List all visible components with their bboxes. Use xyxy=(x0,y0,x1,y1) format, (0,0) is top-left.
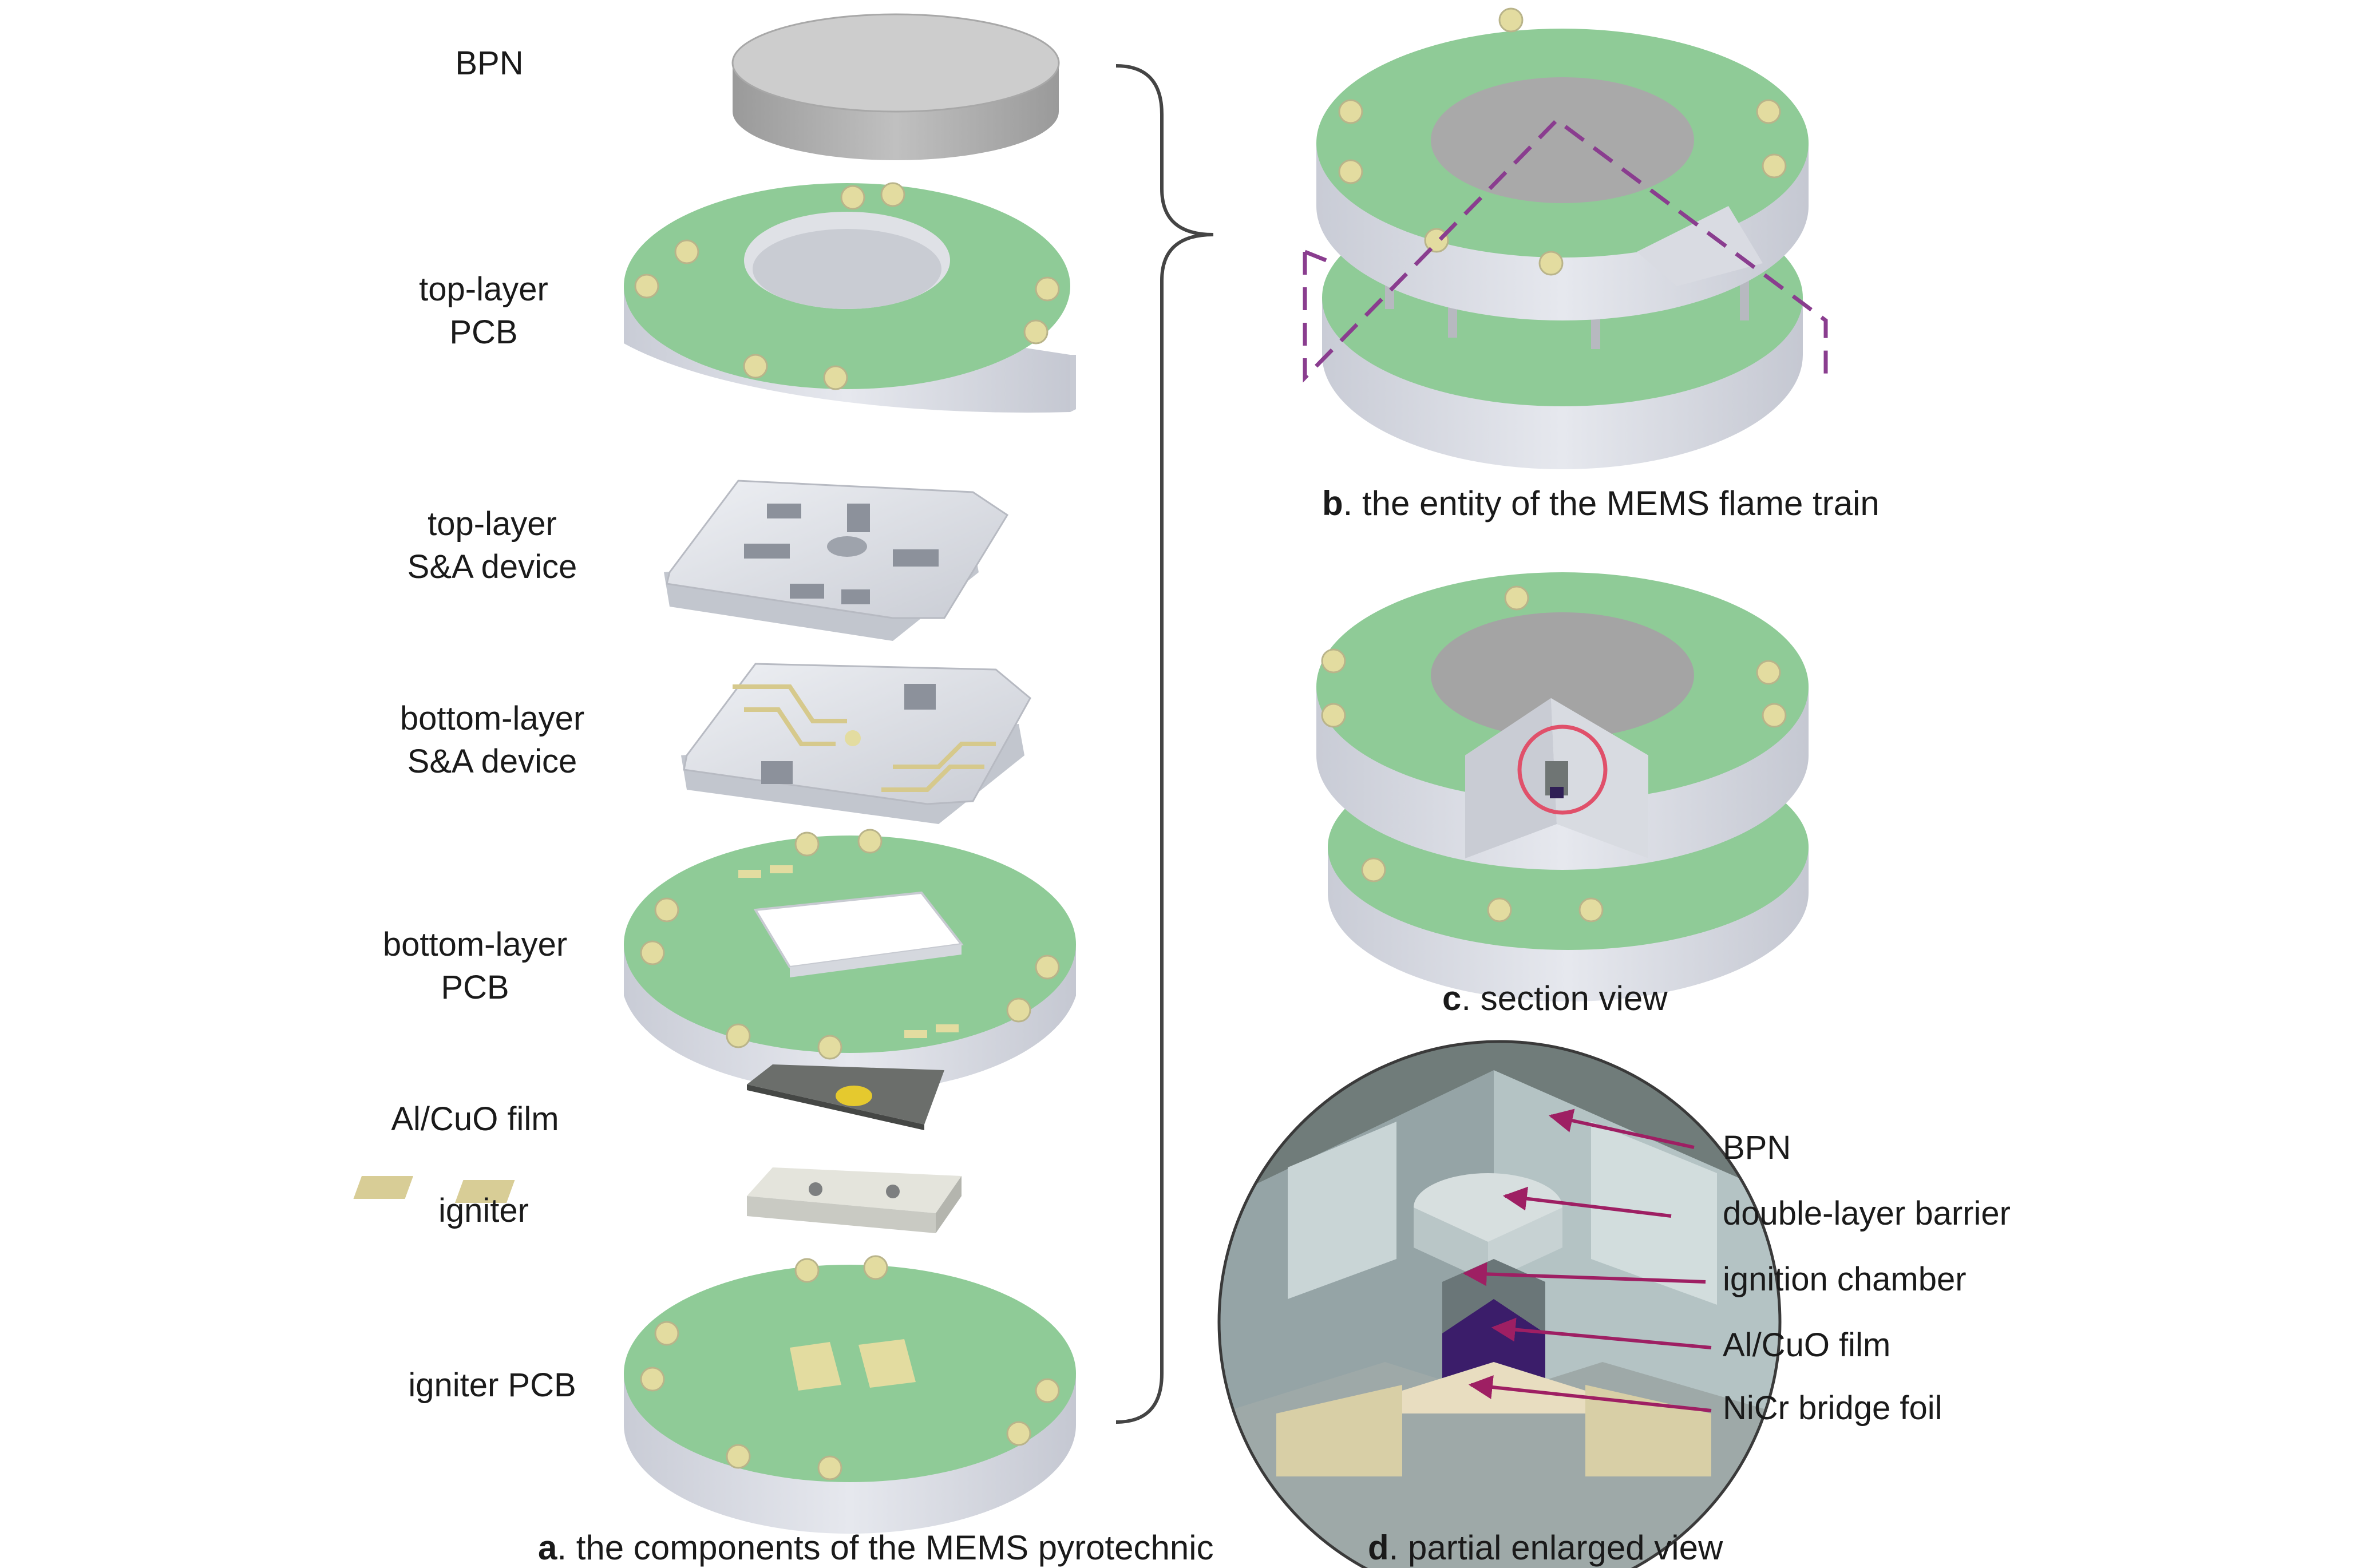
enlarged-lens-view xyxy=(1217,1040,1782,1568)
label-top-sa-line2: S&A device xyxy=(407,548,577,585)
callout-alcuo-film: Al/CuO film xyxy=(1723,1327,1890,1364)
caption-c: c. section view xyxy=(1442,979,1668,1017)
label-bottom-sa-line2: S&A device xyxy=(407,743,577,780)
label-igniter: igniter xyxy=(438,1192,529,1229)
callout-ignition-chamber: ignition chamber xyxy=(1723,1261,1967,1298)
callout-nicr-bridge-foil: NiCr bridge foil xyxy=(1723,1389,1942,1427)
label-top-sa-line1: top-layer xyxy=(428,505,557,543)
caption-d: d. partial enlarged view xyxy=(1368,1529,1723,1567)
igniter-chip xyxy=(353,1167,962,1233)
label-bottom-sa-line1: bottom-layer xyxy=(400,700,584,737)
label-top-pcb-line1: top-layer xyxy=(419,271,548,308)
caption-b: b. the entity of the MEMS flame train xyxy=(1322,484,1880,522)
bottom-layer-sa-device xyxy=(681,663,1031,824)
igniter-pcb xyxy=(624,1255,1076,1534)
alcuo-film-plate xyxy=(747,1064,944,1130)
top-layer-pcb xyxy=(624,182,1076,413)
callout-double-layer-barrier: double-layer barrier xyxy=(1723,1195,2011,1232)
assembled-entity-view xyxy=(1303,7,1828,469)
label-bpn: BPN xyxy=(455,45,523,82)
callout-bpn: BPN xyxy=(1723,1129,1791,1166)
caption-a: a. the components of the MEMS pyrotechni… xyxy=(538,1529,1214,1567)
component-labels: BPN top-layer PCB top-layer S&A device b… xyxy=(383,45,584,1404)
top-layer-sa-device xyxy=(664,480,1009,641)
label-bottom-pcb-line2: PCB xyxy=(441,969,509,1006)
callout-arrows xyxy=(1462,1108,1712,1412)
label-top-pcb-line2: PCB xyxy=(449,314,517,351)
label-igniter-pcb: igniter PCB xyxy=(408,1367,576,1404)
callout-labels: BPN double-layer barrier ignition chambe… xyxy=(1723,1129,2011,1427)
bpn-disc xyxy=(731,13,1060,160)
assembly-brace xyxy=(1115,64,1214,1424)
label-bottom-pcb-line1: bottom-layer xyxy=(383,926,567,963)
label-alcuo-film: Al/CuO film xyxy=(391,1100,559,1138)
bottom-layer-pcb xyxy=(624,829,1076,1092)
section-view xyxy=(1316,572,1809,1001)
